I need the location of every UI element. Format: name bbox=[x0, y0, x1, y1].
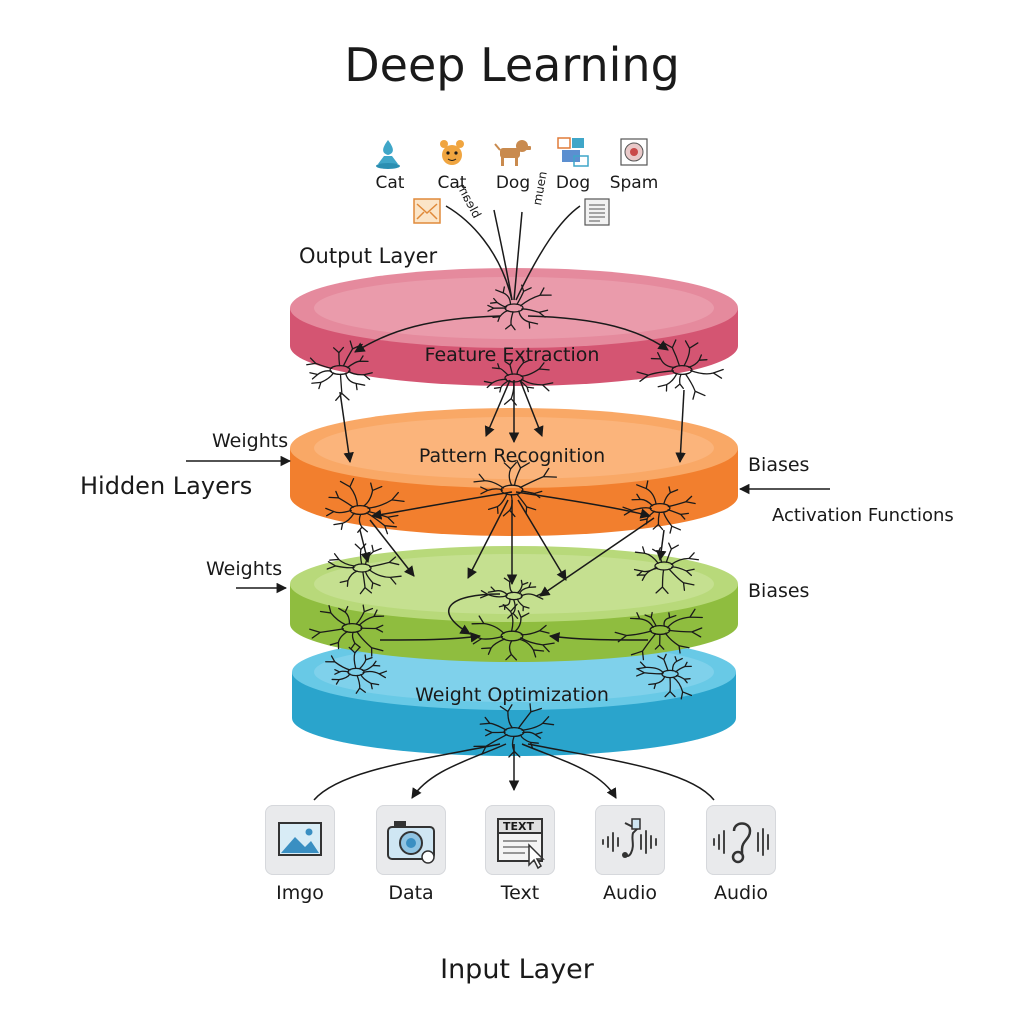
dog-blocks-icon bbox=[557, 137, 589, 167]
neuron bbox=[614, 608, 703, 661]
output-disc-pink bbox=[290, 268, 738, 386]
neuron bbox=[473, 703, 555, 758]
neuron bbox=[622, 480, 696, 534]
neuron bbox=[325, 646, 388, 694]
input-label-2: Data bbox=[388, 882, 434, 904]
output-layer-label: Output Layer bbox=[299, 244, 438, 268]
audio-input-tile-1 bbox=[595, 805, 665, 875]
output-label-2: Cat bbox=[437, 173, 467, 193]
text-document-icon bbox=[497, 818, 545, 870]
text-icon-caption: TEXT bbox=[503, 820, 535, 833]
pattern-recognition-label: Pattern Recognition bbox=[418, 445, 606, 467]
activation-functions-label: Activation Functions bbox=[772, 505, 954, 526]
audio-input-tile-2 bbox=[706, 805, 776, 875]
neuron bbox=[326, 543, 402, 595]
camera-icon bbox=[387, 821, 435, 864]
weight-optimization-label: Weight Optimization bbox=[415, 684, 609, 706]
connection-arrows bbox=[186, 205, 830, 801]
data-input-tile bbox=[376, 805, 446, 875]
output-label-1: Cat bbox=[375, 173, 405, 193]
spam-target-icon bbox=[620, 138, 648, 166]
output-icons bbox=[376, 137, 648, 226]
neuron bbox=[325, 478, 405, 535]
neuron bbox=[487, 284, 552, 331]
biases-label-1: Biases bbox=[748, 454, 810, 476]
image-icon bbox=[278, 822, 322, 856]
document-icon bbox=[584, 198, 610, 226]
person-bell-icon bbox=[376, 140, 400, 169]
neuron bbox=[473, 459, 558, 518]
diagram-title: Deep Learning bbox=[344, 38, 680, 92]
neuron bbox=[483, 356, 554, 406]
input-label-1: Imgo bbox=[276, 882, 324, 904]
input-label-3: Text bbox=[500, 882, 540, 904]
cat-face-icon bbox=[440, 140, 464, 165]
weights-label-2: Weights bbox=[206, 558, 283, 580]
input-layer-label: Input Layer bbox=[440, 954, 594, 985]
input-label-4: Audio bbox=[602, 882, 657, 904]
audio-hook-icon bbox=[713, 822, 769, 864]
output-label-4: Dog bbox=[555, 173, 591, 193]
hidden-layers-label: Hidden Layers bbox=[80, 472, 253, 500]
text-input-tile: TEXT bbox=[485, 805, 555, 875]
output-label-3: Dog bbox=[495, 173, 531, 193]
neuron bbox=[471, 603, 555, 661]
input-label-5: Audio bbox=[713, 882, 768, 904]
neuron bbox=[306, 340, 373, 402]
output-label-5: Spam bbox=[609, 173, 659, 193]
feature-extraction-label: Feature Extraction bbox=[424, 344, 600, 366]
image-input-tile bbox=[265, 805, 335, 875]
dog-icon bbox=[494, 140, 531, 166]
neuron bbox=[309, 604, 385, 657]
neuron bbox=[636, 653, 693, 700]
weights-label-1: Weights bbox=[212, 430, 289, 452]
mail-icon bbox=[413, 198, 441, 224]
audio-wave-icon bbox=[602, 818, 657, 858]
biases-label-2: Biases bbox=[748, 580, 810, 602]
